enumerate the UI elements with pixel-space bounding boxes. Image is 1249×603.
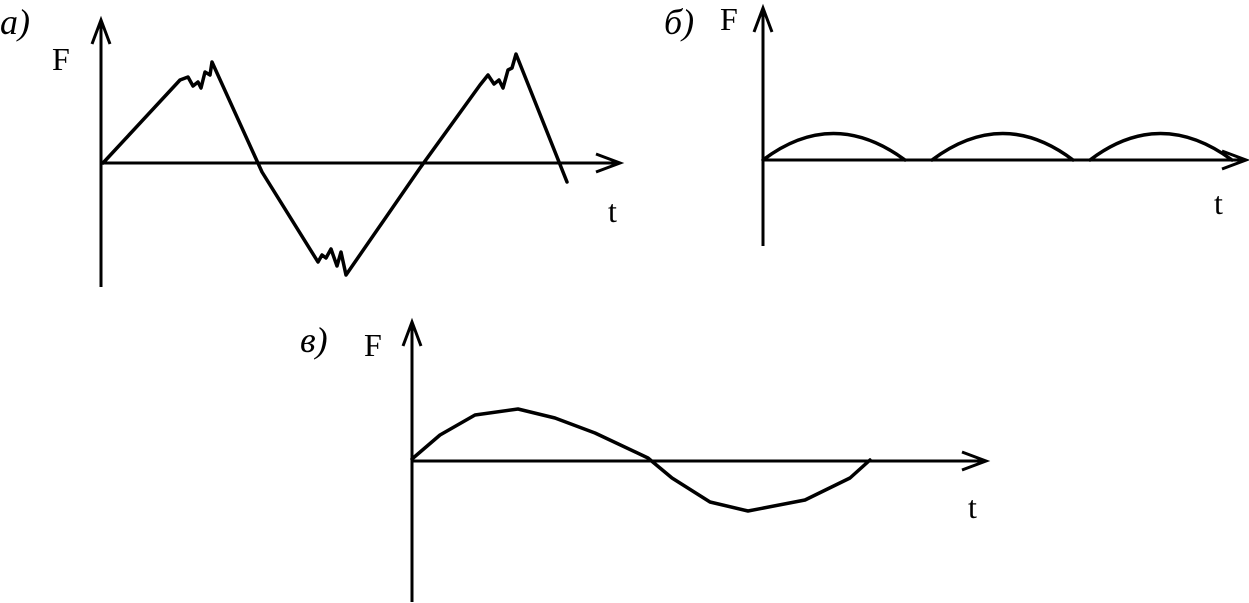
- panel-c-x-axis: [412, 450, 991, 472]
- panel-c: в) F t: [300, 317, 991, 602]
- panel-a-y-axis-label: F: [52, 41, 70, 77]
- panel-a-force-curve: [101, 52, 569, 277]
- panel-b-x-axis: [763, 149, 1249, 171]
- panel-b-y-axis-label: F: [720, 1, 738, 37]
- panel-b-x-axis-label: t: [1214, 185, 1223, 221]
- panel-b-arch-2: [930, 131, 1075, 162]
- panel-c-y-axis-label: F: [364, 327, 382, 363]
- panel-a-x-axis-label: t: [608, 193, 617, 229]
- panel-b: б) F t: [664, 1, 1249, 246]
- panel-b-label: б): [664, 2, 694, 42]
- panel-a-label: а): [0, 2, 30, 42]
- panel-a-y-axis: [90, 15, 112, 287]
- panel-b-arch-3: [1088, 131, 1234, 162]
- panel-c-x-axis-label: t: [968, 489, 977, 525]
- panel-c-force-curve: [410, 407, 872, 513]
- panel-b-y-axis: [752, 3, 774, 246]
- panel-c-label: в): [300, 320, 328, 360]
- panel-a-x-axis: [101, 152, 625, 174]
- panel-b-arch-1: [761, 131, 907, 162]
- panel-a: а) F t: [0, 2, 625, 287]
